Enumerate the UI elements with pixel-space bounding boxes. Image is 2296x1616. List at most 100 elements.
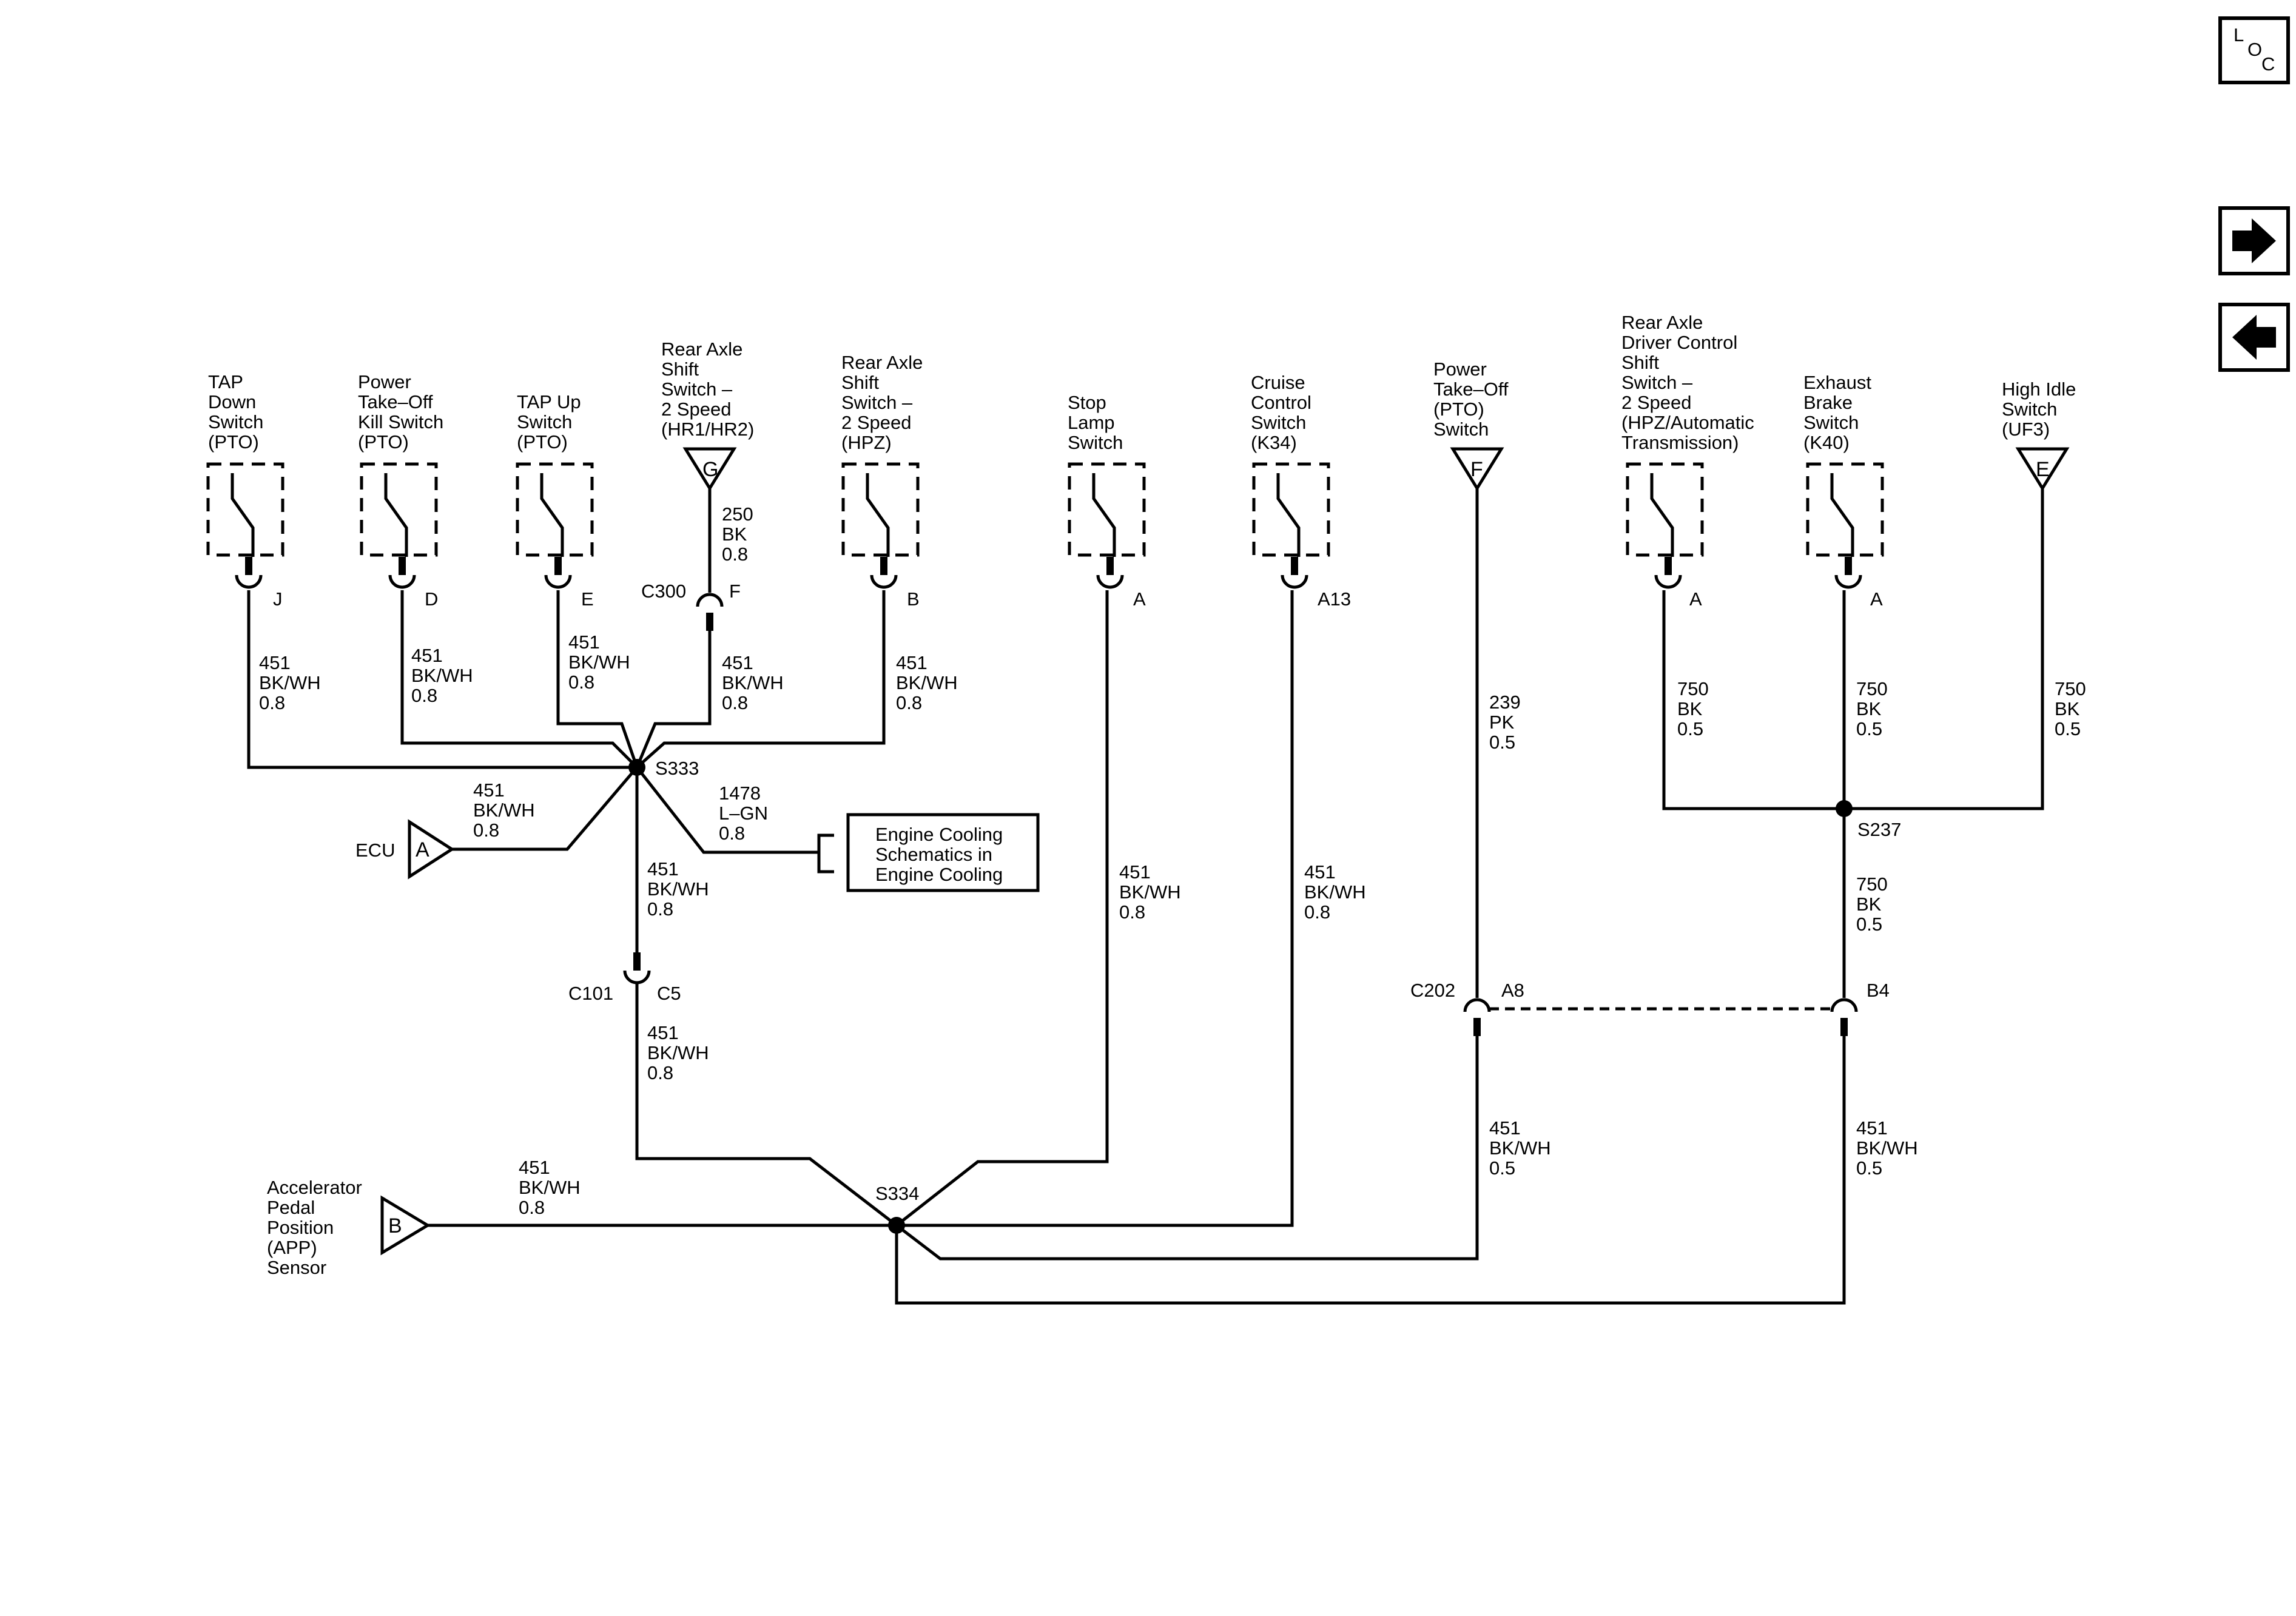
switch-stop-lamp [1068,462,1146,589]
pin-rear-axle-hpz: B [907,588,920,610]
wire-tap-down [247,590,637,769]
connector-c300 [696,593,724,631]
engine-cooling-ref-text: Engine Cooling Schematics in Engine Cool… [875,824,1008,885]
label-exhaust-brake: Exhaust Brake Switch (K40) [1803,372,1877,453]
wire-label-c202-b4-s334: 451 BK/WH 0.5 [1856,1117,1923,1179]
label-rear-axle-hpz: Rear Axle Shift Switch – 2 Speed (HPZ) [841,352,928,453]
left-arrow-icon [2232,315,2276,360]
switch-tap-down [206,462,284,589]
wire-label-ecu: 451 BK/WH 0.8 [473,779,540,841]
switch-cruise [1252,462,1330,589]
wire-label-pto-switch: 239 PK 0.5 [1489,692,1526,753]
engine-cooling-bracket [817,833,834,874]
splice-label-s237: S237 [1857,819,1901,840]
pin-c300: F [729,581,741,602]
wire-label-rear-axle-hr-lower: 451 BK/WH 0.8 [722,652,789,713]
back-button[interactable] [2218,303,2290,372]
wire-label-exhaust-brake: 750 BK 0.5 [1856,678,1893,739]
switch-tap-up [516,462,594,589]
wire-cruise [897,590,1294,1227]
label-stop-lamp: Stop Lamp Switch [1068,392,1123,453]
splice-s237-dot [1836,800,1853,817]
connector-c101 [623,952,651,985]
wire-label-high-idle: 750 BK 0.5 [2055,678,2091,739]
svg-text:G: G [702,458,718,481]
forward-button[interactable] [2218,206,2290,275]
terminal-app-b: B [380,1195,431,1256]
label-pto-switch: Power Take–Off (PTO) Switch [1433,359,1513,440]
wire-tap-up [556,590,639,768]
label-tap-down: TAP Down Switch (PTO) [208,371,269,453]
pin-pto-kill: D [425,588,438,610]
wire-label-c202-a8-s334: 451 BK/WH 0.5 [1489,1117,1556,1179]
switch-rear-axle-hpz [841,462,920,589]
loc-letter-c: C [2261,53,2275,75]
pin-c202-b4: B4 [1867,980,1890,1001]
connector-label-c300: C300 [641,581,686,602]
label-cruise: Cruise Control Switch (K34) [1251,372,1317,453]
loc-letter-l: L [2234,24,2244,45]
label-rear-axle-driver: Rear Axle Driver Control Shift Switch – … [1621,312,1759,453]
label-high-idle: High Idle Switch (UF3) [2002,379,2081,440]
right-arrow-icon [2232,218,2276,263]
svg-text:A: A [416,838,429,861]
wire-label-stop-lamp: 451 BK/WH 0.8 [1119,861,1186,923]
splice-label-s334: S334 [875,1183,919,1204]
wire-label-c101-s334: 451 BK/WH 0.8 [647,1022,714,1083]
wire-label-app: 451 BK/WH 0.8 [519,1157,585,1218]
switch-exhaust-brake [1806,462,1884,589]
wire-label-cruise: 451 BK/WH 0.8 [1304,861,1371,923]
wire-label-tap-down: 451 BK/WH 0.8 [259,652,326,713]
terminal-f: F [1450,447,1504,491]
wire-c202-b4-s334 [895,1024,1846,1305]
wire-label-engine-cooling: 1478 L–GN 0.8 [719,783,773,844]
wire-c101-s334 [635,984,898,1227]
label-rear-axle-hr: Rear Axle Shift Switch – 2 Speed (HR1/HR… [661,338,754,440]
wire-label-s237-c202: 750 BK 0.5 [1856,874,1893,935]
pin-tap-up: E [581,588,594,610]
splice-label-s333: S333 [655,758,699,779]
pin-cruise: A13 [1318,588,1351,610]
wire-label-pto-kill: 451 BK/WH 0.8 [411,645,478,706]
wire-engine-cooling [636,766,819,854]
wire-ecu [452,766,638,851]
pin-stop-lamp: A [1133,588,1146,610]
engine-cooling-ref-box[interactable] [846,813,1040,892]
loc-button[interactable]: L O C [2218,16,2290,84]
wire-label-rear-axle-hpz: 451 BK/WH 0.8 [896,652,963,713]
svg-text:E: E [2036,458,2050,481]
wire-pto-kill [400,590,638,769]
wires [247,488,2044,1305]
wire-c202-a8-s334 [895,1024,1479,1261]
pin-rear-axle-driver: A [1689,588,1702,610]
svg-text:B: B [388,1214,402,1237]
connector-label-c202: C202 [1410,980,1455,1001]
pin-c101: C5 [657,983,681,1004]
wire-label-s333-c101: 451 BK/WH 0.8 [647,858,714,920]
terminal-ecu-a: A [408,819,455,880]
splice-s333-dot [628,759,645,776]
splice-s334-dot [888,1217,905,1234]
terminal-g: G [682,447,737,491]
label-pto-kill: Power Take–Off Kill Switch (PTO) [358,371,449,453]
label-tap-up: TAP Up Switch (PTO) [517,391,586,453]
wire-label-tap-up: 451 BK/WH 0.8 [568,631,635,693]
connector-label-c101: C101 [568,983,613,1004]
wire-label-rear-axle-driver: 750 BK 0.5 [1677,678,1714,739]
wire-stop-lamp [895,590,1109,1227]
label-ecu: ECU [355,840,395,861]
wire-rear-axle-hr-lower [635,619,712,768]
wire-label-rear-axle-hr-upper: 250 BK 0.8 [722,503,758,565]
loc-letter-o: O [2247,39,2262,60]
terminal-e: E [2015,447,2070,491]
connector-c202-a8 [1463,998,1491,1036]
svg-text:F: F [1470,458,1483,481]
wire-rear-axle-hpz [636,590,886,769]
pin-tap-down: J [273,588,283,610]
switch-rear-axle-driver [1626,462,1704,589]
pin-exhaust-brake: A [1870,588,1883,610]
switch-pto-kill [360,462,438,589]
wire-rear-axle-driver [1662,488,2044,810]
connector-c202-b4 [1830,998,1858,1036]
